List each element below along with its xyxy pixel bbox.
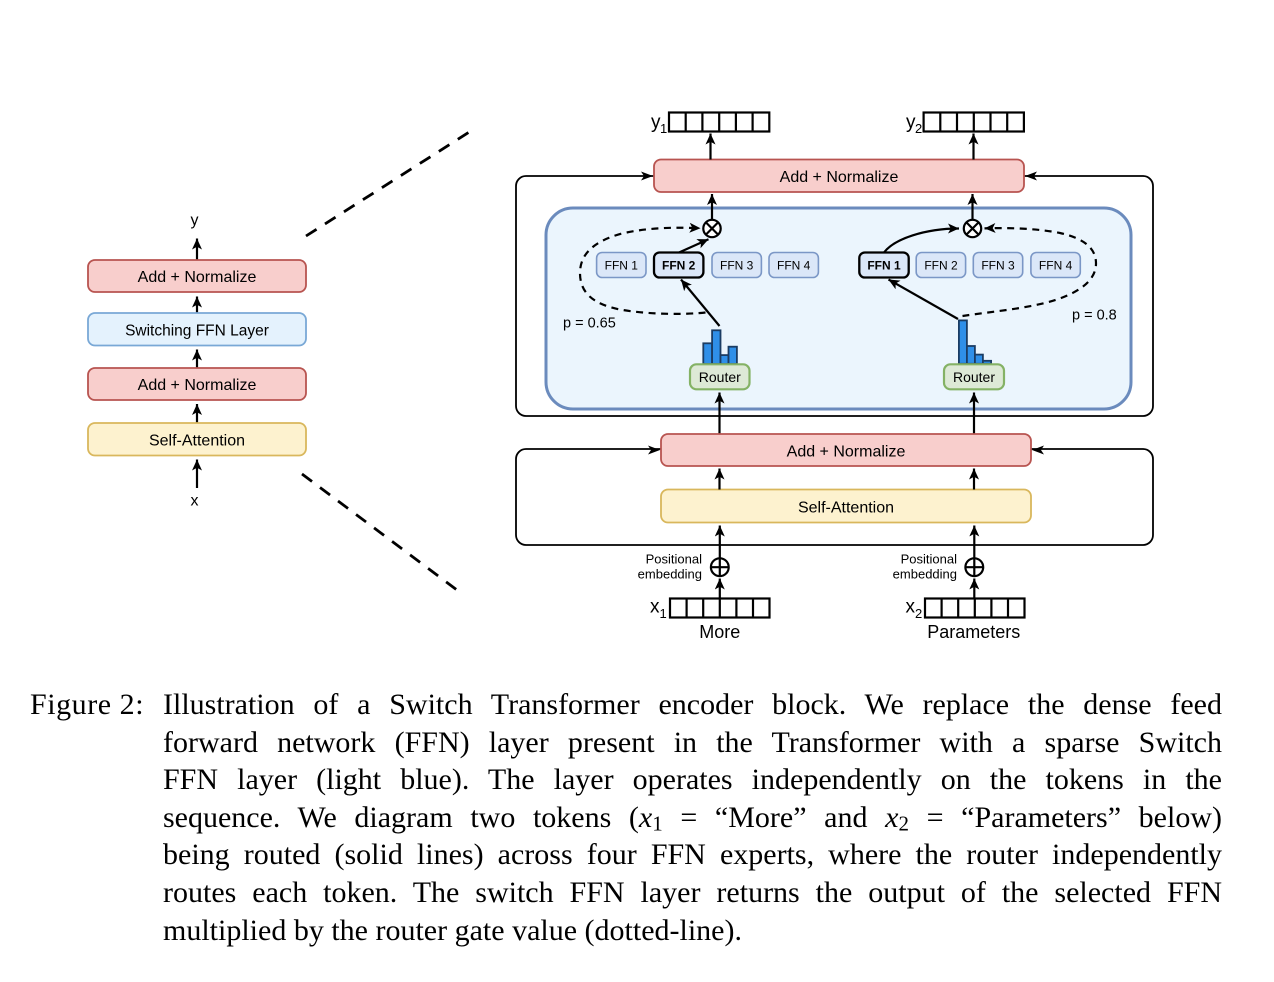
svg-text:Add + Normalize: Add + Normalize	[138, 269, 257, 286]
svg-text:More: More	[699, 622, 740, 642]
svg-text:p = 0.8: p = 0.8	[1072, 308, 1117, 324]
svg-text:FFN 3: FFN 3	[981, 259, 1015, 273]
svg-text:Self-Attention: Self-Attention	[149, 433, 245, 450]
svg-text:Router: Router	[953, 369, 995, 385]
svg-text:x: x	[906, 597, 916, 618]
svg-text:p = 0.65: p = 0.65	[563, 316, 616, 332]
svg-text:Add + Normalize: Add + Normalize	[787, 444, 906, 461]
svg-text:y: y	[651, 112, 661, 133]
svg-text:embedding: embedding	[893, 567, 957, 582]
svg-text:FFN 1: FFN 1	[605, 259, 639, 273]
svg-text:2: 2	[915, 606, 922, 621]
svg-text:FFN 1: FFN 1	[867, 259, 901, 273]
svg-text:Switching FFN Layer: Switching FFN Layer	[125, 323, 269, 340]
svg-text:y: y	[906, 112, 916, 133]
svg-text:Add + Normalize: Add + Normalize	[780, 169, 899, 186]
svg-text:Positional: Positional	[901, 552, 957, 567]
svg-text:FFN 3: FFN 3	[720, 259, 754, 273]
svg-text:Parameters: Parameters	[927, 622, 1020, 642]
svg-text:FFN 2: FFN 2	[662, 259, 696, 273]
svg-text:Add + Normalize: Add + Normalize	[138, 377, 257, 394]
svg-text:Positional: Positional	[646, 552, 702, 567]
svg-text:Router: Router	[699, 369, 741, 385]
svg-text:y: y	[191, 212, 199, 229]
svg-text:x: x	[650, 597, 660, 618]
svg-text:Self-Attention: Self-Attention	[798, 500, 894, 517]
svg-text:2: 2	[915, 121, 922, 136]
svg-text:x: x	[191, 493, 199, 510]
svg-text:embedding: embedding	[638, 567, 702, 582]
svg-text:1: 1	[660, 121, 667, 136]
svg-text:FFN 4: FFN 4	[1039, 259, 1073, 273]
svg-text:FFN 4: FFN 4	[777, 259, 811, 273]
svg-text:FFN 2: FFN 2	[924, 259, 958, 273]
svg-text:1: 1	[660, 606, 667, 621]
